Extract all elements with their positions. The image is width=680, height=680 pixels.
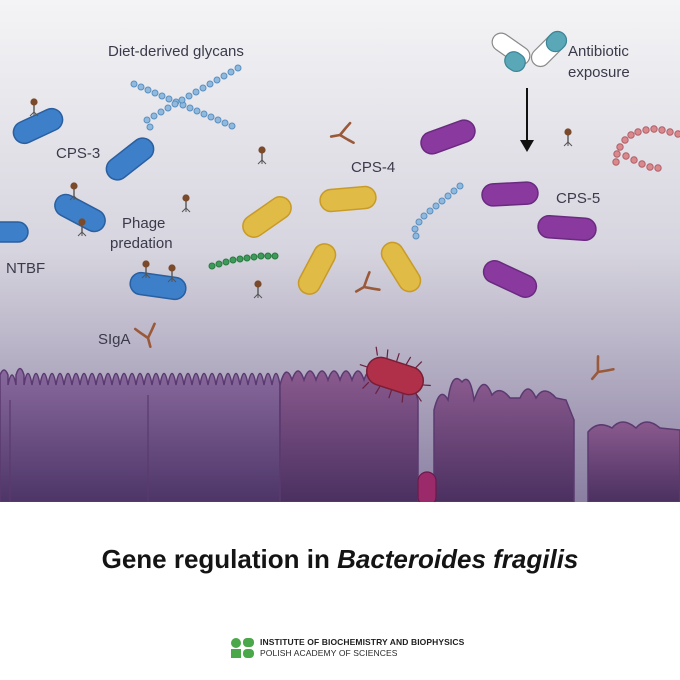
caption-plain: Gene regulation in: [101, 544, 338, 574]
green-glycan-chain: [208, 252, 279, 270]
cps4-bacterium: [242, 196, 292, 238]
cps4-bacterium: [380, 241, 422, 293]
cps5-bacterium: [537, 214, 597, 242]
label-antibiotic-line2: exposure: [568, 64, 630, 81]
academy-name: POLISH ACADEMY OF SCIENCES: [260, 648, 398, 658]
cps3-bacterium: [0, 221, 29, 243]
gut-microbiome-illustration: Diet-derived glycans Antibiotic exposure…: [0, 0, 680, 502]
ibb-logo-icon: [231, 638, 254, 658]
label-phage-line1: Phage: [122, 215, 165, 232]
cps4-bacterium: [297, 243, 337, 295]
cps5-bacteria-group: [420, 119, 597, 298]
cps4-bacterium: [319, 185, 377, 213]
institute-logo: INSTITUTE OF BIOCHEMISTRY AND BIOPHYSICS…: [230, 636, 470, 660]
gut-epithelium: [0, 367, 680, 502]
cps3-bacterium: [12, 107, 64, 145]
embedded-bacterium: [417, 471, 437, 502]
cps4-bacteria-group: [242, 185, 422, 295]
antibiotic-arrow: [520, 88, 534, 152]
label-diet-glycans: Diet-derived glycans: [108, 43, 244, 60]
label-antibiotic-line1: Antibiotic: [568, 43, 629, 60]
label-ntbf: NTBF: [6, 260, 45, 277]
label-cps4: CPS-4: [351, 159, 395, 176]
pink-glycan-chain: [612, 125, 680, 172]
figure-caption: Gene regulation in Bacteroides fragilis: [0, 544, 680, 575]
cps5-bacterium: [482, 260, 538, 298]
cps3-bacterium: [54, 193, 106, 233]
cps5-bacterium: [420, 119, 476, 155]
diet-glycan-chains: [130, 64, 464, 240]
label-cps3: CPS-3: [56, 145, 100, 162]
cps3-bacterium: [105, 137, 155, 181]
activated-bacterium: [359, 346, 431, 403]
label-siga: SIgA: [98, 331, 131, 348]
label-phage-line2: predation: [110, 235, 173, 252]
institute-name: INSTITUTE OF BIOCHEMISTRY AND BIOPHYSICS: [260, 637, 465, 647]
label-cps5: CPS-5: [556, 190, 600, 207]
antibiotic-capsule-icon: [491, 30, 568, 73]
cps5-bacterium: [481, 181, 539, 207]
caption-species: Bacteroides fragilis: [337, 544, 579, 574]
